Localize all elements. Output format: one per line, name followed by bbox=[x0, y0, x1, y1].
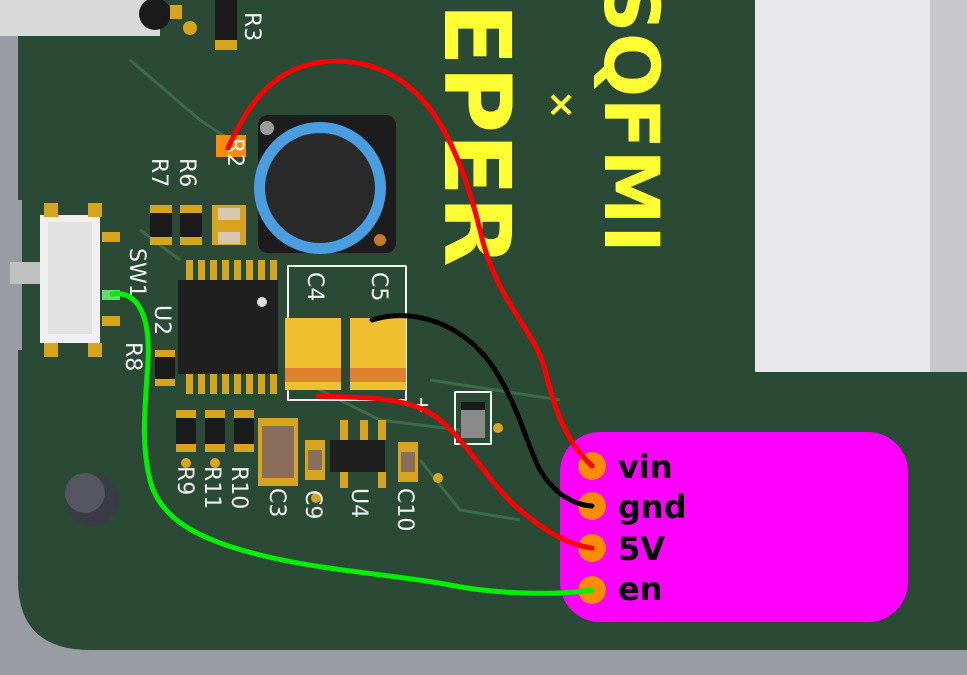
label-r10: R10 bbox=[226, 466, 251, 509]
capacitors-c4-c5 bbox=[285, 265, 407, 401]
display-connector-frame bbox=[930, 0, 967, 372]
pin-label-en: en bbox=[618, 570, 662, 608]
capacitor-c3 bbox=[258, 418, 298, 486]
label-u2: U2 bbox=[149, 305, 174, 335]
wire-vin bbox=[225, 58, 595, 469]
pin-label-vin: vin bbox=[618, 448, 673, 486]
pin-en: en bbox=[578, 570, 662, 608]
label-r6: R6 bbox=[174, 158, 199, 187]
label-u4: U4 bbox=[346, 488, 371, 518]
resistor-r8 bbox=[155, 350, 175, 386]
pad bbox=[170, 5, 182, 19]
r3-body bbox=[215, 0, 237, 40]
resistor-group-bottom bbox=[176, 410, 254, 468]
via bbox=[183, 21, 197, 35]
label-r8: R8 bbox=[120, 342, 145, 371]
label-r9: R9 bbox=[172, 466, 197, 495]
label-c3: C3 bbox=[264, 488, 289, 517]
resistor-group-top bbox=[150, 205, 246, 245]
mounting-hole-shadow bbox=[65, 473, 105, 513]
r3-pad bbox=[215, 40, 237, 50]
inductor-lead bbox=[374, 234, 386, 246]
inductor-post bbox=[260, 121, 274, 135]
label-sw1: SW1 bbox=[124, 248, 149, 298]
pinout-callout bbox=[560, 432, 908, 622]
wire-en bbox=[109, 291, 595, 596]
pin-label-5v: 5V bbox=[618, 530, 665, 568]
label-c4: C4 bbox=[302, 272, 327, 301]
label-c5: C5 bbox=[366, 272, 391, 301]
wire-5v bbox=[315, 393, 595, 551]
label-r11: R11 bbox=[199, 466, 224, 509]
usb-connector bbox=[0, 0, 160, 36]
ic-u4 bbox=[330, 420, 386, 488]
diode bbox=[454, 391, 503, 445]
pin-label-gnd: gnd bbox=[618, 488, 687, 526]
brand-line2: EEPER bbox=[423, 0, 530, 267]
usb-connector-end bbox=[139, 0, 171, 30]
brand-line1: SQFMI bbox=[587, 0, 676, 253]
capacitor-c9 bbox=[305, 440, 325, 503]
inductor-core bbox=[265, 133, 375, 243]
capacitor-c10 bbox=[398, 442, 443, 483]
label-r3: R3 bbox=[239, 12, 264, 41]
label-c9: C9 bbox=[300, 490, 325, 519]
label-r7: R7 bbox=[146, 158, 171, 187]
label-c10: C10 bbox=[392, 488, 417, 531]
brand-separator: × bbox=[546, 84, 576, 125]
ic-u2 bbox=[178, 260, 278, 394]
label-r2: R2 bbox=[222, 138, 247, 167]
wire-gnd bbox=[369, 313, 595, 509]
